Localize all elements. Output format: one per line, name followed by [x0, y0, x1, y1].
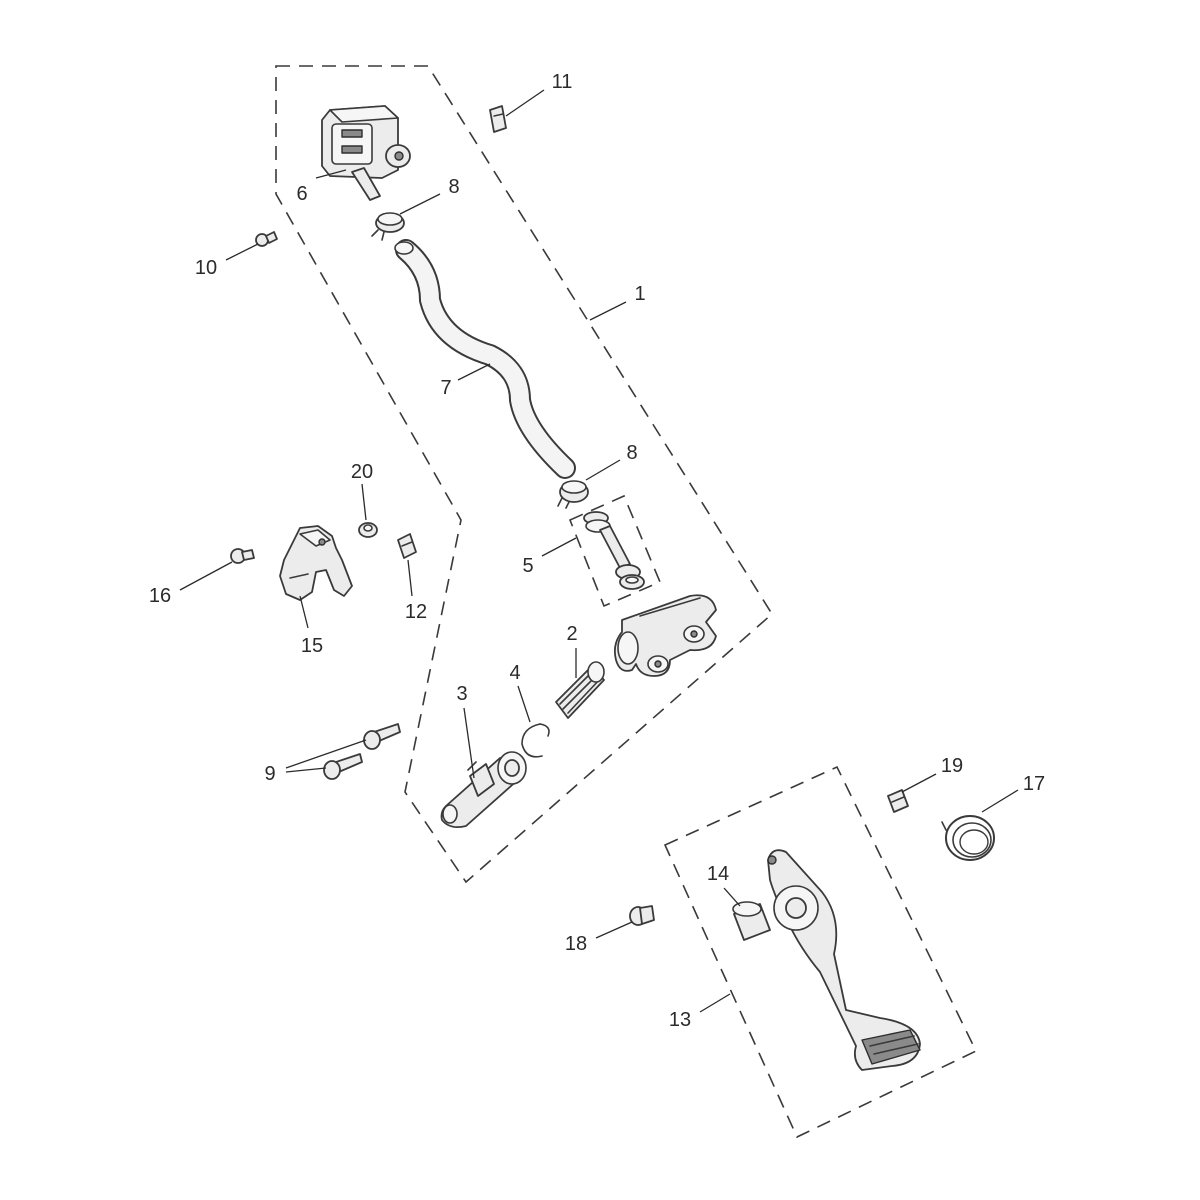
- leader-13: [699, 993, 731, 1013]
- callout-8-lower: 8: [626, 442, 637, 464]
- leader-9a: [285, 739, 367, 769]
- callout-14: 14: [707, 863, 729, 885]
- callout-19: 19: [941, 755, 963, 777]
- hose-part-7: [394, 239, 576, 479]
- callout-7: 7: [440, 377, 451, 399]
- screw-part-9b: [323, 753, 363, 780]
- leader-10: [225, 243, 259, 261]
- leader-6: [315, 169, 347, 179]
- leader-1: [589, 301, 627, 321]
- circlip-part-4: [521, 723, 550, 758]
- leader-17: [981, 789, 1019, 813]
- leader-11: [505, 89, 545, 117]
- leader-12: [407, 559, 413, 597]
- callout-8-upper: 8: [448, 176, 459, 198]
- callout-9: 9: [264, 763, 275, 785]
- callout-16: 16: [149, 585, 171, 607]
- leader-5: [541, 537, 577, 557]
- switch-bracket-part-15: [279, 525, 353, 601]
- bolt-part-16: [230, 548, 255, 564]
- callout-5: 5: [522, 555, 533, 577]
- clip-part-19: [887, 789, 909, 813]
- callout-6: 6: [296, 183, 307, 205]
- reservoir-part: [321, 105, 411, 201]
- hose-clip-upper: [371, 212, 405, 241]
- callout-15: 15: [301, 635, 323, 657]
- leader-15: [299, 595, 309, 629]
- callout-18: 18: [565, 933, 587, 955]
- clip-part-11: [489, 105, 507, 133]
- return-spring-part-17: [941, 815, 995, 861]
- pin-part-18: [629, 905, 655, 926]
- leader-19: [901, 773, 937, 793]
- leader-18: [595, 921, 633, 939]
- leader-4: [517, 685, 531, 723]
- connector-kit-part-5: [583, 511, 645, 590]
- callout-11: 11: [552, 71, 573, 93]
- leader-9b: [285, 767, 327, 773]
- callout-1: 1: [634, 283, 645, 305]
- callout-3: 3: [456, 683, 467, 705]
- assembly-13-boundary: [663, 765, 978, 1139]
- brake-pedal-part-13: [767, 849, 921, 1071]
- leader-16: [179, 561, 233, 591]
- callout-17: 17: [1023, 773, 1045, 795]
- callout-4: 4: [509, 662, 520, 684]
- pushrod-part-3: [440, 751, 527, 829]
- callout-2: 2: [566, 623, 577, 645]
- assembly-1-boundary: [275, 65, 774, 884]
- leader-7: [457, 363, 491, 381]
- leader-20: [361, 483, 367, 521]
- callout-20: 20: [351, 461, 373, 483]
- leader-8b: [585, 459, 621, 481]
- callout-10: 10: [195, 257, 217, 279]
- screw-part-9a: [363, 723, 401, 750]
- master-cylinder-body: [613, 594, 717, 677]
- leader-8a: [399, 193, 441, 215]
- callout-13: 13: [669, 1009, 691, 1031]
- bush-part-14: [732, 901, 771, 941]
- hose-clip-lower: [557, 480, 589, 509]
- callout-12: 12: [405, 601, 427, 623]
- clip-part-12: [397, 533, 417, 559]
- spring-part-2: [555, 661, 605, 719]
- nut-part-20: [358, 522, 378, 538]
- leader-3: [463, 707, 475, 779]
- leader-14: [723, 887, 741, 907]
- bolt-part-10: [255, 231, 278, 247]
